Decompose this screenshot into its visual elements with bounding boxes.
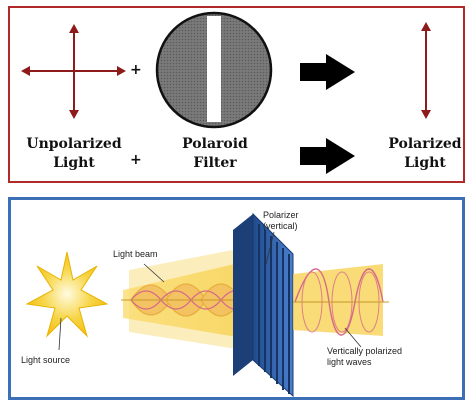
- callout-lines: [58, 231, 362, 351]
- label-line: light waves: [327, 357, 372, 367]
- big-arrow-icon-top: [300, 54, 355, 90]
- plus-sign: +: [130, 152, 142, 168]
- polarized-light-beam: [293, 264, 389, 336]
- big-arrow-icon-bottom: [300, 138, 355, 174]
- unpolarized-to-polarized-diagram: + + Unpolarized Light Polaroid Filter Po…: [8, 6, 465, 183]
- label-line: Polarizer: [263, 210, 299, 220]
- vertically-polarized-label: Vertically polarized light waves: [327, 346, 437, 368]
- polarizer-label: Polarizer (vertical): [263, 210, 343, 232]
- unpolarized-light-beam: [121, 248, 251, 350]
- top-diagram-graphics: [21, 11, 431, 174]
- polarized-light-label: Polarized Light: [375, 135, 474, 173]
- unpolarized-light-label: Unpolarized Light: [14, 135, 134, 173]
- light-source-star-icon: [25, 251, 109, 338]
- label-line: Light: [404, 155, 446, 171]
- plus-sign: +: [130, 62, 142, 78]
- polarizer-illustration: Polarizer (vertical) Light beam Light so…: [8, 197, 465, 400]
- polaroid-filter-label: Polaroid Filter: [160, 135, 270, 173]
- label-line: (vertical): [263, 221, 298, 231]
- polarized-light-arrow-icon: [421, 22, 431, 119]
- bottom-diagram-graphics: [25, 212, 389, 397]
- light-beam-label: Light beam: [113, 249, 158, 259]
- unpolarized-light-cross-icon: [21, 24, 126, 119]
- label-line: Vertically polarized: [327, 346, 403, 356]
- polaroid-filter-icon: [155, 11, 273, 129]
- label-line: Polaroid: [182, 136, 248, 152]
- label-line: Filter: [193, 155, 237, 171]
- polarizer-grid-icon: [233, 212, 294, 397]
- label-line: Polarized: [388, 136, 462, 152]
- label-line: Light: [53, 155, 95, 171]
- light-source-label: Light source: [21, 355, 71, 365]
- label-line: Unpolarized: [26, 136, 122, 152]
